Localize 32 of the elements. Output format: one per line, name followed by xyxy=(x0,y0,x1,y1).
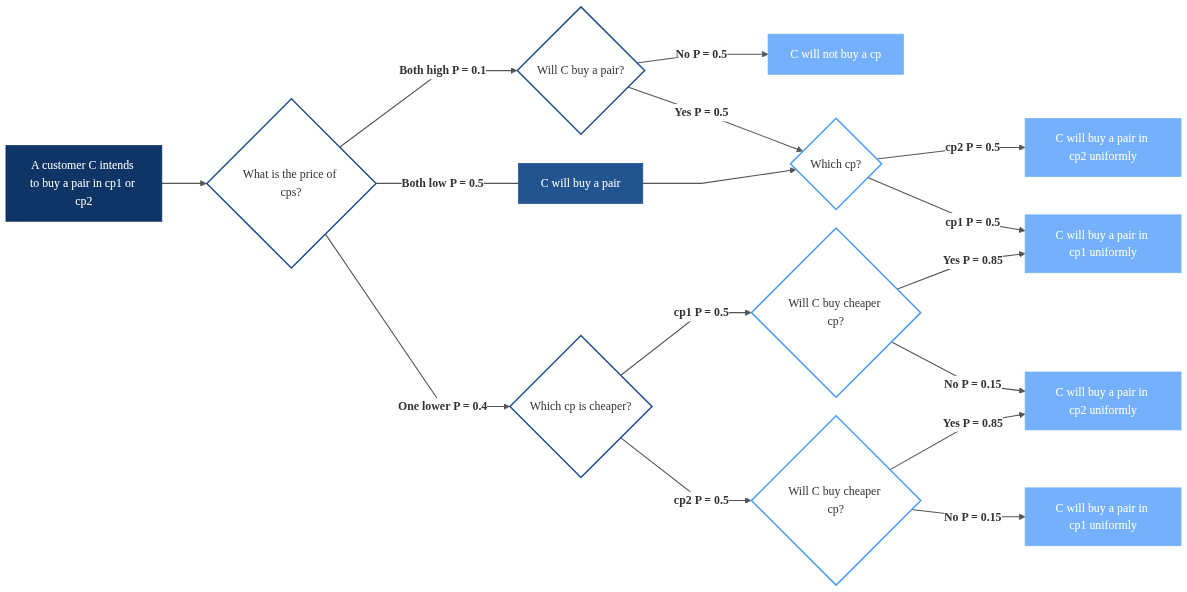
node-box: A customer C intends to buy a pair in cp1 or cp2 xyxy=(5,145,163,222)
edge-label: One lower P = 0.4 xyxy=(397,399,488,413)
node-diamond: Which cp? xyxy=(789,117,883,211)
node-box: C will buy a pair in cp1 uniformly xyxy=(1024,487,1182,547)
node-diamond: Which cp is cheaper? xyxy=(508,334,653,479)
arrow xyxy=(889,411,1026,471)
edge-label: Yes P = 0.85 xyxy=(942,416,1003,429)
node-box: C will buy a pair in cp2 uniformly xyxy=(1024,371,1182,431)
node-box: C will buy a pair in cp2 uniformly xyxy=(1024,118,1182,177)
edge-label: No P = 0.15 xyxy=(943,377,1002,391)
arrow xyxy=(896,251,1026,290)
edge-label: Yes P = 0.85 xyxy=(942,253,1003,267)
arrow xyxy=(642,167,797,184)
edge-label: No P = 0.15 xyxy=(943,510,1002,523)
edge-label: Both low P = 0.5 xyxy=(401,176,484,190)
edge-label: cp2 P = 0.5 xyxy=(945,140,1001,154)
node-diamond: Will C buy a pair? xyxy=(516,5,646,136)
node-diamond: Will C buy cheaper cp? xyxy=(750,414,922,587)
node-box: C will buy a pair in cp1 uniformly xyxy=(1024,214,1182,274)
edge-label: cp2 P = 0.5 xyxy=(673,493,729,507)
arrow xyxy=(161,180,207,187)
node-diamond: What is the price of cps? xyxy=(205,97,378,270)
edge-label: No P = 0.5 xyxy=(675,47,728,61)
arrow xyxy=(867,176,1026,233)
node-box: C will not buy a cp xyxy=(767,33,904,75)
arrow xyxy=(627,86,803,153)
edge-label: Both high P = 0.1 xyxy=(399,63,487,77)
edge-label: cp1 P = 0.5 xyxy=(945,215,1001,228)
node-diamond: Will C buy cheaper cp? xyxy=(750,226,922,399)
edge-label: Yes P = 0.5 xyxy=(674,106,729,119)
edge-label: cp1 P = 0.5 xyxy=(673,305,729,319)
node-box: C will buy a pair xyxy=(518,163,644,204)
